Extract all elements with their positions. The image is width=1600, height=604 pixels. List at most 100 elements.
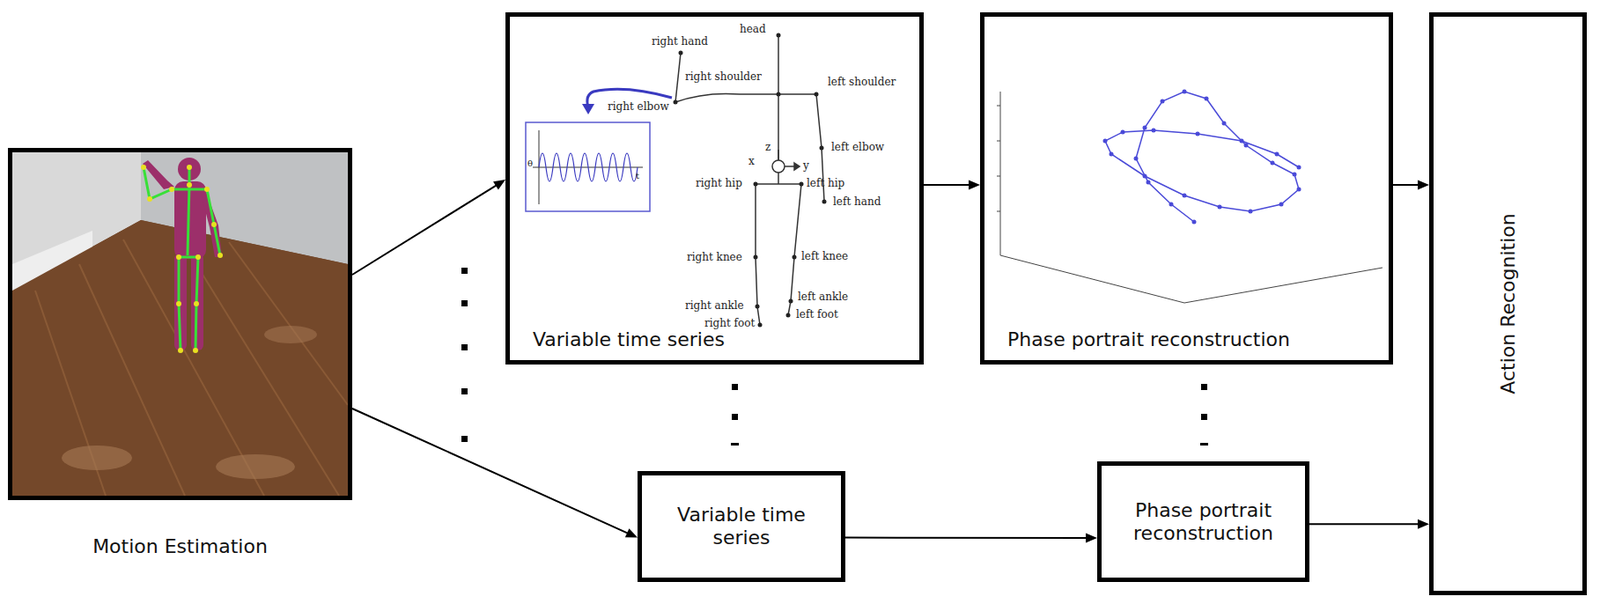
joint-label: right shoulder — [685, 70, 762, 83]
flow-arrow — [923, 180, 981, 191]
joint-dot-part — [673, 100, 679, 105]
photo-part-part — [186, 164, 192, 170]
phase-portrait-part-part — [1297, 187, 1302, 192]
axis-label: x — [748, 154, 755, 168]
flow-line — [1309, 523, 1420, 525]
joint-dot-part — [819, 146, 825, 151]
photo-part-part — [204, 186, 210, 192]
inset-plot-part — [525, 122, 650, 212]
phase-portrait-part-part — [1270, 161, 1276, 166]
ellipsis-dots-part — [461, 435, 468, 443]
joint-label: left elbow — [831, 140, 885, 154]
photo-part — [143, 167, 221, 351]
phase-portrait-part-part — [1160, 99, 1165, 104]
joint-dot-part — [753, 255, 759, 260]
skeleton-part — [777, 149, 780, 161]
joint-dot-part — [776, 92, 782, 97]
phase-portrait-part — [1103, 89, 1302, 225]
photo-part-part — [176, 254, 182, 260]
phase-portrait-part-part — [1151, 128, 1157, 133]
flow-arrow — [845, 532, 1098, 543]
photo-part-part — [169, 186, 175, 192]
ellipsis-dots-part — [1201, 383, 1208, 391]
photo-part — [35, 231, 348, 496]
phase-portrait-part-part — [1217, 205, 1223, 210]
ellipsis-dots-part — [731, 413, 738, 421]
photo-part-part — [174, 253, 187, 351]
inset-plot-part — [538, 153, 638, 182]
photo-part-part — [143, 167, 172, 200]
phase-portrait-part-part — [1000, 255, 1185, 303]
phase-portrait-part-part — [1192, 220, 1197, 225]
photo-part-part — [195, 254, 201, 260]
ellipsis-dots-part — [461, 300, 468, 307]
phase-portrait-part-part — [996, 105, 1001, 107]
phase-portrait-part-part — [1204, 96, 1210, 102]
photo-part-part — [191, 253, 204, 351]
photo-part — [12, 220, 348, 496]
skeleton-part — [772, 160, 785, 173]
photo-part-part — [193, 301, 200, 307]
photo-part-part — [217, 252, 223, 259]
joint-dot-part — [788, 299, 794, 304]
photo-part — [264, 325, 318, 344]
photo-part — [215, 454, 295, 480]
joint-label: left ankle — [797, 290, 848, 303]
phase-portrait-part-part — [1248, 209, 1254, 214]
photo-frame: Motion Estimation — [7, 147, 353, 501]
output-box: Action Recognition — [1429, 12, 1587, 596]
photo-part-part — [176, 231, 340, 496]
phase-portrait-part-part — [996, 176, 1001, 177]
skeleton-part — [784, 165, 795, 168]
ellipsis-dots-part — [730, 442, 739, 446]
joint-label: left shoulder — [827, 75, 896, 89]
skeleton-part — [755, 183, 802, 185]
phase-portrait-part-part — [1109, 152, 1114, 157]
flow-arrow — [1393, 179, 1430, 190]
node-label: Phase portrait reconstruction — [1120, 498, 1288, 546]
photo-part-part — [177, 347, 184, 354]
phase-portrait-part-part — [1222, 121, 1227, 126]
photo-part-part — [192, 347, 199, 354]
skeleton-part — [675, 93, 817, 103]
photo-part-part — [200, 186, 222, 258]
node-label: Variable time series — [670, 503, 812, 551]
skeleton — [675, 35, 825, 325]
joint-label: left hip — [806, 176, 845, 190]
flow-arrow — [1309, 519, 1430, 530]
phase-portrait-part-part — [996, 140, 1001, 142]
node-label: Motion Estimation — [12, 535, 348, 559]
ellipsis-dots-part — [461, 267, 468, 274]
phase-portrait-part-part — [1142, 125, 1148, 131]
joint-label: right elbow — [607, 100, 670, 113]
flow-arrow — [352, 179, 506, 275]
process-box: Variable time series — [637, 471, 846, 583]
skeleton-part — [794, 162, 800, 170]
phase-portrait-part-part — [1292, 172, 1298, 177]
axis-label: θ — [527, 158, 533, 170]
photo-part-part — [187, 167, 190, 256]
phase-portrait — [996, 89, 1383, 304]
phase-portrait-part-part — [1169, 202, 1174, 207]
phase-portrait-part-part — [1000, 91, 1002, 256]
phase-portrait-part — [1105, 91, 1299, 222]
photo-part-part — [228, 242, 348, 406]
skeleton-part — [755, 184, 760, 325]
phase-portrait-part — [996, 91, 1383, 303]
axis-label: t — [635, 170, 640, 182]
phase-portrait-part-part — [1182, 89, 1188, 95]
joint-dot-part — [792, 255, 797, 260]
joint-dot-part — [799, 182, 804, 187]
ellipsis-dots-part — [731, 383, 738, 391]
ellipsis-dots-part — [1200, 442, 1209, 446]
joint-label: right hip — [695, 176, 743, 190]
joint-label: right hand — [651, 35, 708, 48]
photo-part-part — [147, 196, 153, 202]
stage-box: Phase portrait reconstruction — [980, 12, 1394, 365]
phase-portrait-part-part — [1182, 193, 1188, 199]
joint-dot-part — [758, 323, 763, 328]
phase-portrait-part-part — [1134, 156, 1139, 162]
ellipsis-dots — [461, 267, 1209, 446]
photo-part — [12, 152, 348, 496]
ellipsis-dots-part — [1201, 413, 1208, 421]
